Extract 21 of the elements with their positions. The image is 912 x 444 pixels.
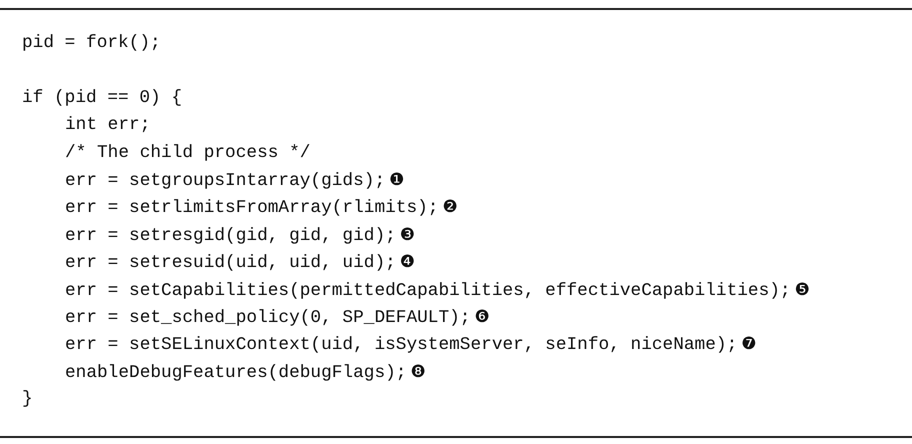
callout-number: ❺ <box>794 278 810 302</box>
code-line: err = set_sched_policy(0, SP_DEFAULT); <box>65 307 470 330</box>
callout-number: ❼ <box>741 333 756 356</box>
code-line: enableDebugFeatures(debugFlags); <box>65 362 406 385</box>
callout-number: ❶ <box>389 169 404 192</box>
code-line: int err; <box>65 114 150 138</box>
code-line: /* The child process */ <box>65 142 310 165</box>
code-line: } <box>22 388 33 412</box>
code-line: err = setresuid(uid, uid, uid); <box>65 252 396 276</box>
code-line: err = setCapabilities(permittedCapabilities, effectiveCapabilities); <box>65 280 791 303</box>
callout-number: ❹ <box>400 251 416 274</box>
callout-number: ❷ <box>442 196 458 220</box>
callout-number: ❻ <box>474 306 490 329</box>
code-line: err = setresgid(gid, gid, gid); <box>65 224 396 248</box>
code-line: if (pid == 0) { <box>22 86 182 110</box>
code-line: err = setgroupsIntarray(gids); <box>65 170 386 193</box>
callout-number: ❽ <box>410 360 426 384</box>
code-line: err = setrlimitsFromArray(rlimits); <box>65 197 438 220</box>
code-line: pid = fork(); <box>22 32 161 55</box>
code-line: err = setSELinuxContext(uid, isSystemServer, seInfo, niceName); <box>65 334 738 358</box>
callout-number: ❸ <box>400 224 416 247</box>
